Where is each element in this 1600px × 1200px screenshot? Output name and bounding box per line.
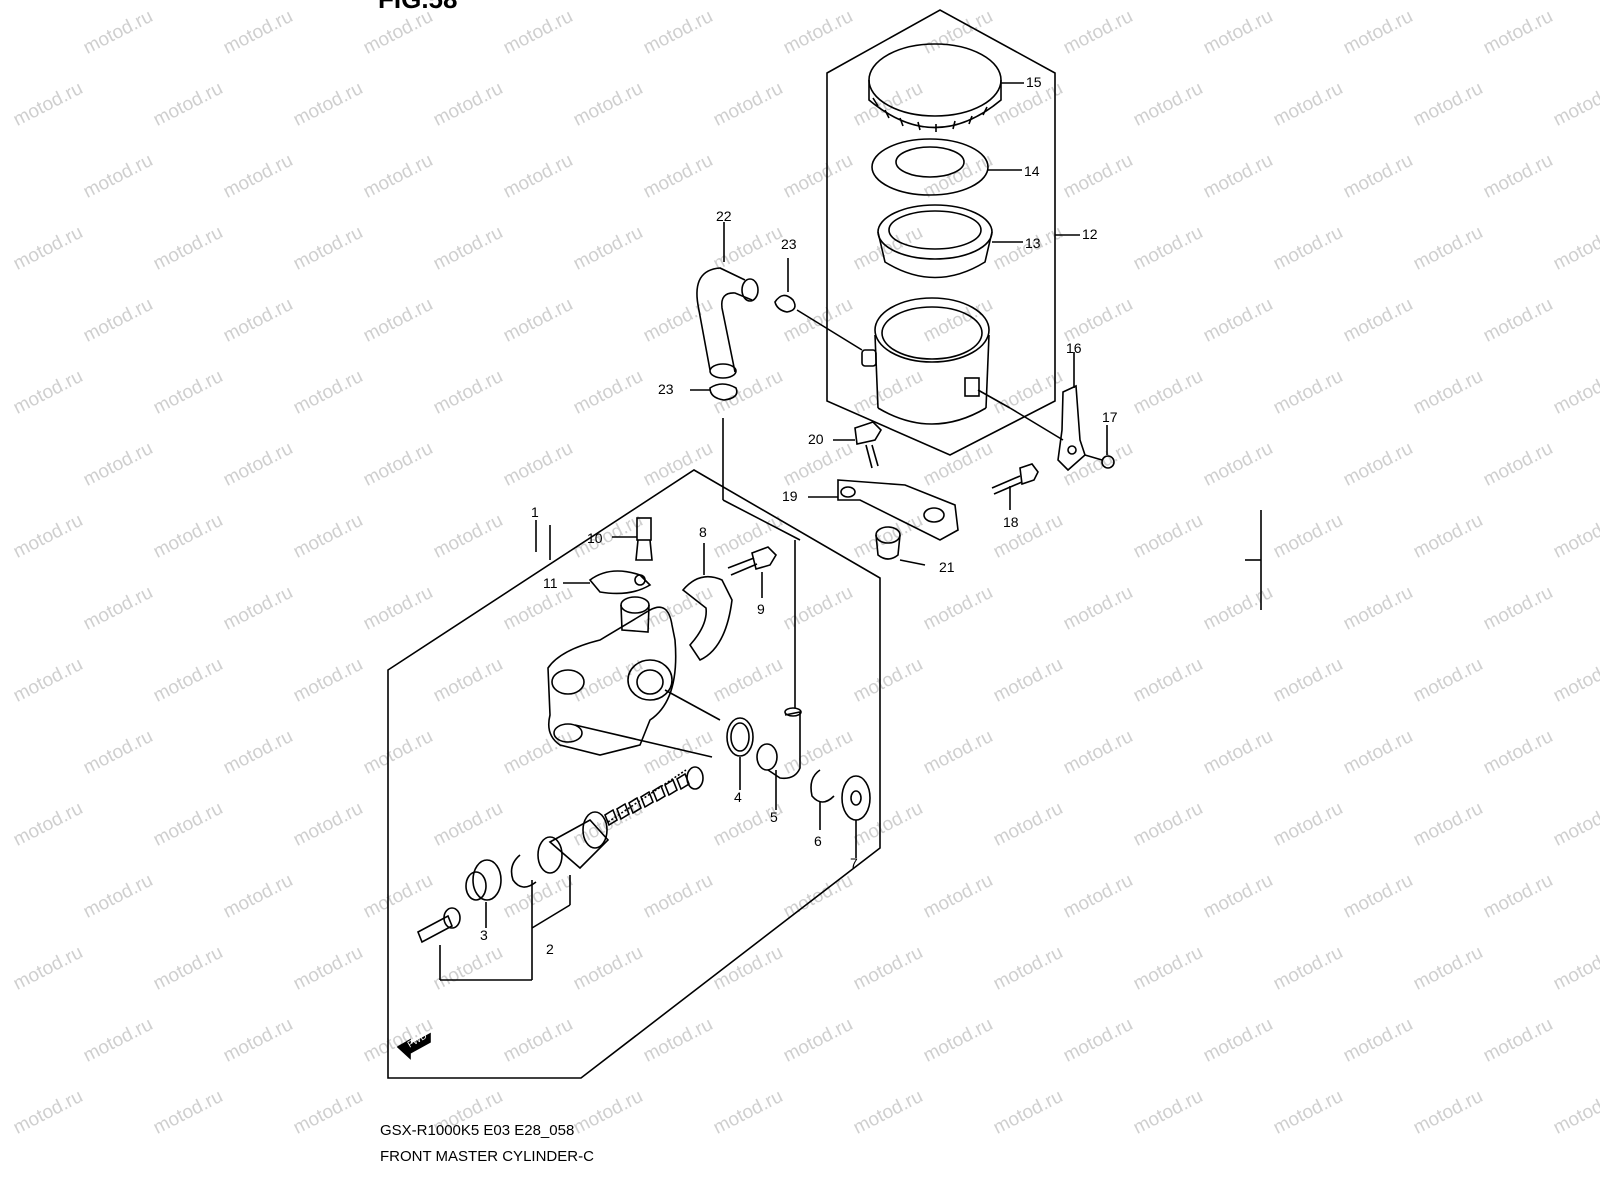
circlip-6 [810, 769, 835, 830]
callout-9: 9 [757, 601, 765, 617]
callout-12: 12 [1082, 226, 1098, 242]
callout-2: 2 [546, 941, 554, 957]
cushion-21 [875, 526, 926, 566]
callout-5: 5 [770, 809, 778, 825]
callout-6: 6 [814, 833, 822, 849]
bolt-18 [991, 463, 1039, 510]
piston-set-2 [416, 766, 704, 981]
hose-22 [696, 222, 759, 379]
callout-22: 22 [716, 208, 732, 224]
callout-16: 16 [1066, 340, 1082, 356]
bleeder-cap-11 [563, 570, 652, 595]
callout-23-upper: 23 [781, 236, 797, 252]
clamp-23-lower [690, 383, 738, 401]
boot-7 [841, 775, 871, 858]
group-box-1 [387, 469, 881, 1079]
holder-8 [681, 543, 733, 662]
reservoir-cap-15 [868, 43, 1024, 132]
group-box-12 [826, 9, 1056, 456]
screw-17 [1084, 425, 1115, 469]
clamp-23-upper [774, 258, 796, 313]
callout-3: 3 [480, 927, 488, 943]
callout-4: 4 [734, 789, 742, 805]
plate-14 [871, 138, 1022, 196]
bolt-20 [833, 421, 883, 469]
callout-11: 11 [543, 575, 558, 591]
callout-1: 1 [531, 504, 539, 520]
callout-18: 18 [1003, 514, 1019, 530]
callout-7: 7 [850, 855, 858, 871]
master-cylinder-body [547, 596, 721, 758]
callout-23-lower: 23 [658, 381, 674, 397]
callout-14: 14 [1024, 163, 1040, 179]
callout-10: 10 [587, 530, 603, 546]
bracket-19 [808, 479, 959, 541]
bleeder-valve-10 [612, 517, 653, 561]
diaphragm-13 [877, 204, 1023, 279]
figure-description: FRONT MASTER CYLINDER-C [380, 1148, 594, 1165]
connector-5 [756, 540, 802, 810]
o-ring-4 [726, 717, 754, 790]
bolt-9 [727, 546, 778, 598]
model-code: GSX-R1000K5 E03 E28_058 [380, 1122, 575, 1139]
callout-13: 13 [1025, 235, 1041, 251]
callout-8: 8 [699, 524, 707, 540]
callout-15: 15 [1026, 74, 1042, 90]
callout-20: 20 [808, 431, 824, 447]
figure-title: FIG.58 [378, 0, 457, 15]
callout-21: 21 [939, 559, 955, 575]
callout-19: 19 [782, 488, 798, 504]
fwd-arrow-icon [396, 1032, 431, 1060]
bracket-16 [1009, 352, 1086, 472]
reservoir-body [796, 297, 1011, 425]
callout-17: 17 [1102, 409, 1118, 425]
